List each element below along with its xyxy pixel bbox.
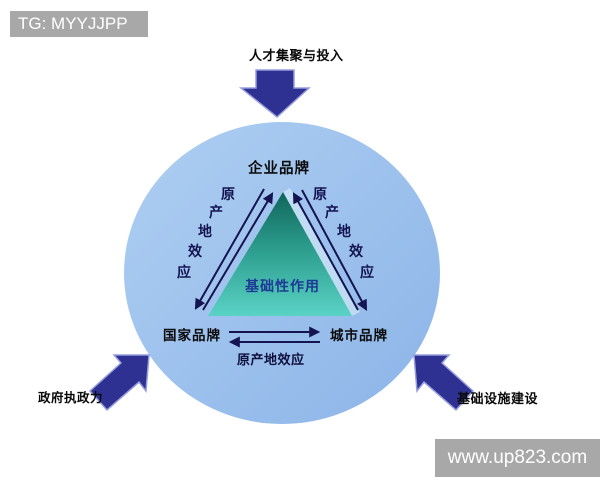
right-edge-char: 产 — [325, 205, 339, 221]
factor-label-infrastructure: 基础设施建设 — [457, 392, 539, 407]
right-edge-char: 效 — [349, 244, 363, 260]
right-edge-char: 地 — [337, 224, 351, 240]
bottom-watermark-bar: www.up823.com — [435, 439, 600, 477]
top-watermark-text: TG: MYYJJPP — [18, 14, 128, 33]
right-edge-char: 原 — [313, 187, 327, 203]
factor-label-talent: 人才集聚与投入 — [249, 49, 344, 64]
right-edge-char: 应 — [360, 265, 374, 281]
bottom-watermark-text: www.up823.com — [447, 447, 588, 468]
triangle-center-label: 基础性作用 — [245, 279, 320, 295]
node-label-enterprise-brand: 企业品牌 — [248, 161, 310, 177]
factor-label-government: 政府执政力 — [38, 390, 104, 405]
bottom-right-block-arrow-icon — [413, 354, 475, 412]
left-edge-char: 效 — [188, 244, 202, 260]
core-triangle — [208, 192, 352, 316]
right-edge-arrow-down — [301, 189, 368, 311]
triangle-right-highlight — [283, 188, 360, 316]
node-label-city-brand: 城市品牌 — [330, 328, 388, 344]
left-edge-arrow-down — [194, 188, 265, 310]
left-edge-char: 产 — [209, 205, 223, 221]
left-edge-char: 原 — [221, 187, 235, 203]
left-edge-char: 应 — [177, 265, 191, 281]
node-label-country-brand: 国家品牌 — [163, 328, 221, 344]
bottom-edge-label: 原产地效应 — [237, 353, 305, 368]
right-edge-arrow-up — [292, 192, 359, 311]
bottom-left-block-arrow-icon — [88, 354, 150, 412]
left-edge-arrow-up — [202, 192, 274, 311]
left-edge-char: 地 — [198, 224, 212, 240]
top-watermark-bar: TG: MYYJJPP — [10, 11, 148, 37]
top-block-arrow-icon — [238, 69, 311, 118]
